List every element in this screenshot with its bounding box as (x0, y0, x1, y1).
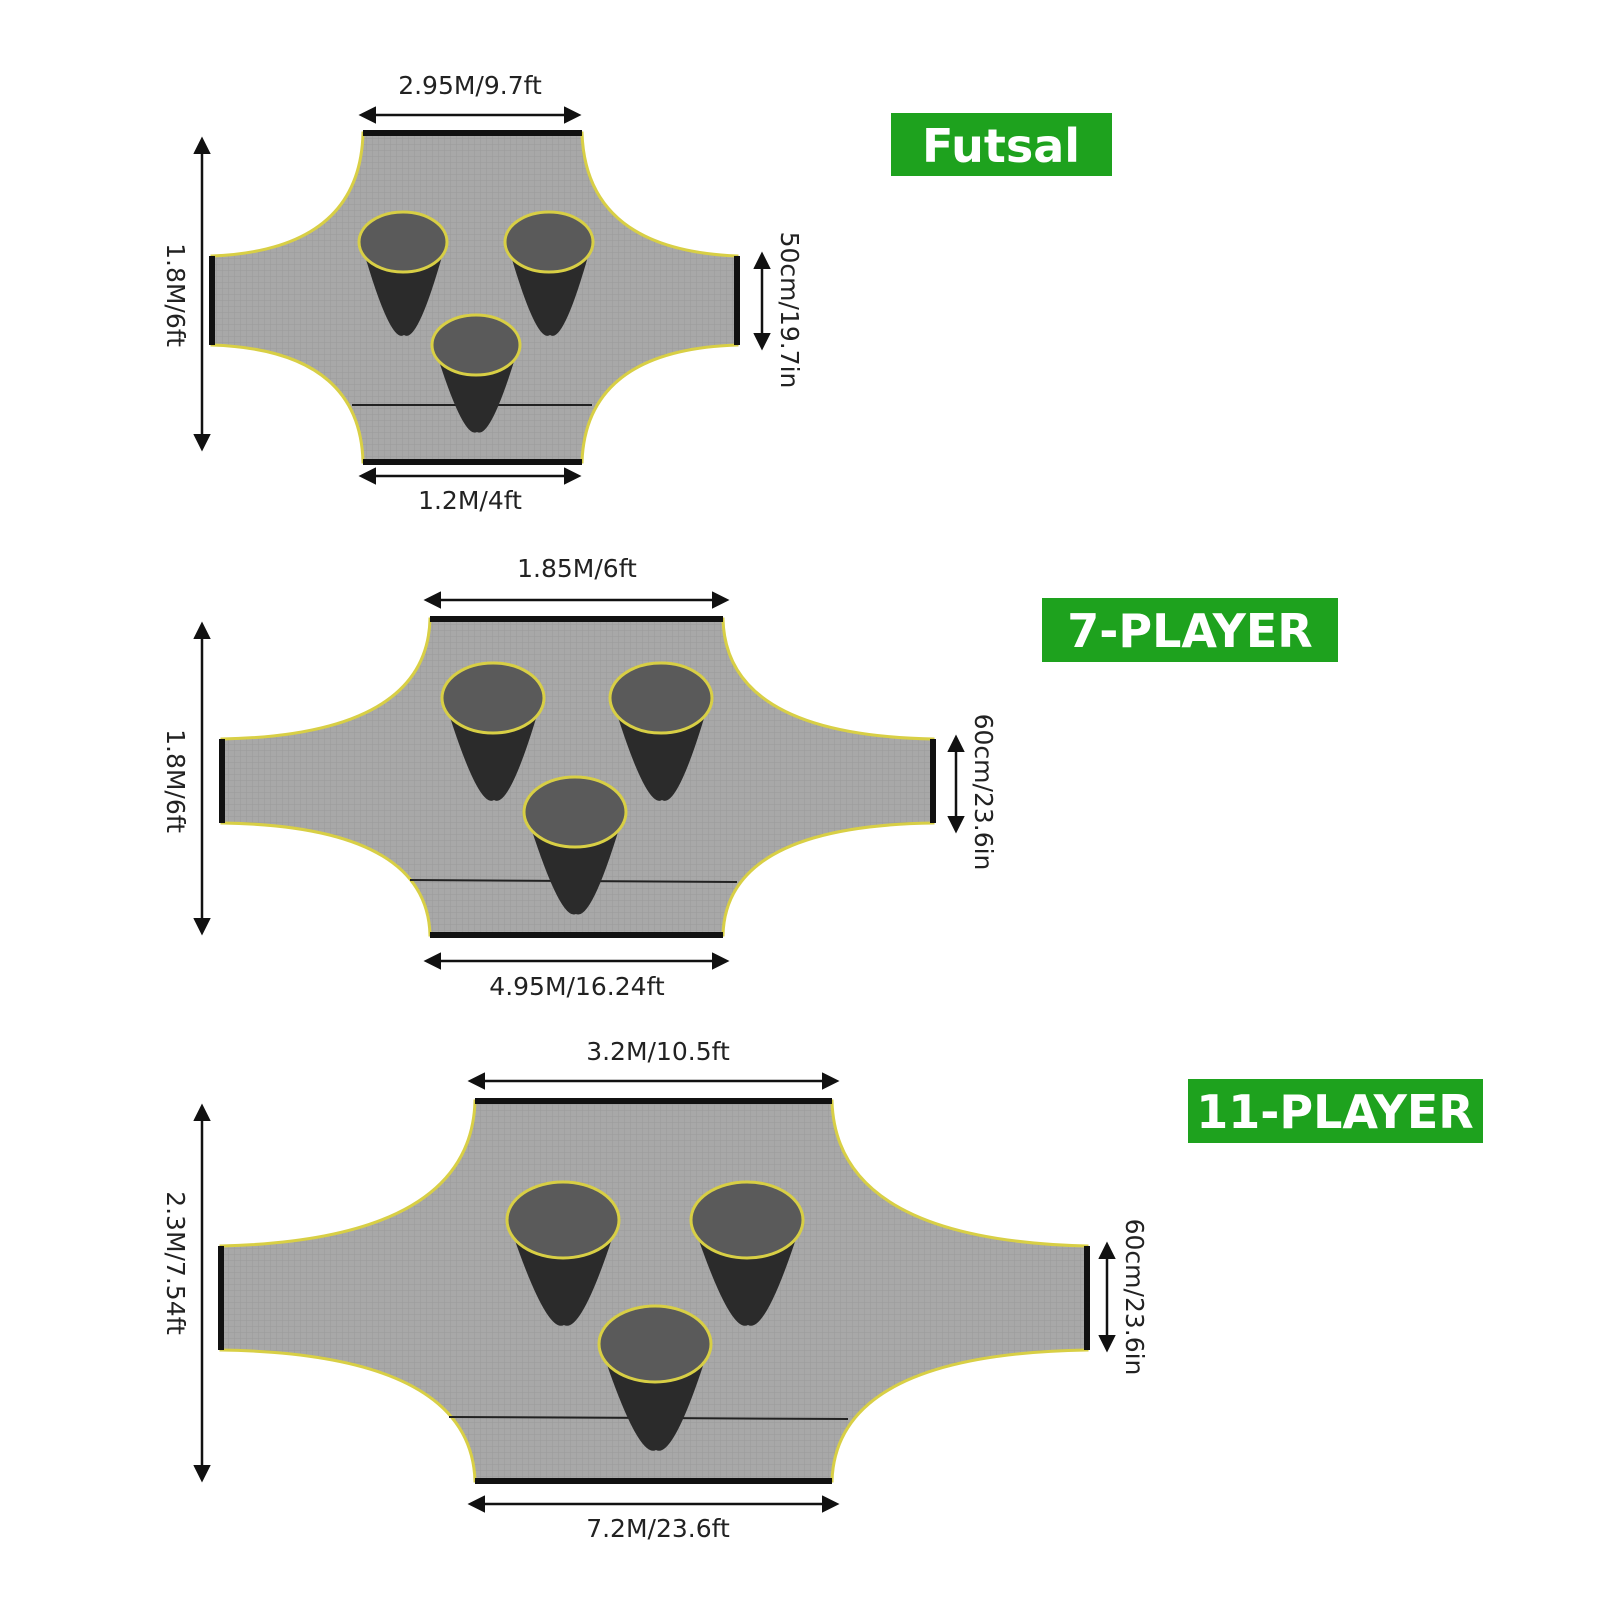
futsal-side-height-label: 50cm/19.7in (775, 232, 804, 389)
futsal-badge (891, 113, 1112, 176)
futsal-pocket-center (430, 313, 522, 433)
seven-player-badge-label: 7-PLAYER (1067, 604, 1312, 658)
eleven-player-side-height-label: 60cm/23.6in (1120, 1219, 1149, 1376)
eleven-player-top-width-label: 3.2M/10.5ft (586, 1037, 730, 1066)
seven-player-pocket-left (440, 661, 546, 801)
seven-player-badge (1042, 598, 1338, 662)
seven-player-pocket-right (608, 661, 714, 801)
futsal-height-label: 1.8M/6ft (161, 243, 190, 347)
eleven-player-badge-label: 11-PLAYER (1196, 1085, 1473, 1139)
eleven-player-height-label: 2.3M/7.54ft (161, 1191, 190, 1335)
seven-player-top-width-label: 1.85M/6ft (517, 554, 637, 583)
eleven-player-pocket-left (505, 1180, 621, 1326)
futsal-bottom-width-label: 1.2M/4ft (418, 486, 522, 515)
eleven-player-bottom-width-label: 7.2M/23.6ft (586, 1514, 730, 1543)
futsal-net-group: 2.95M/9.7ft 1.2M/4ft 1.8M/6ft 50cm/19.7i… (161, 71, 1112, 515)
seven-player-pocket-center (522, 775, 628, 915)
futsal-pocket-left (357, 210, 449, 336)
seven-player-bottom-width-label: 4.95M/16.24ft (489, 972, 665, 1001)
eleven-player-badge (1188, 1079, 1483, 1143)
eleven-player-pocket-right (689, 1180, 805, 1326)
seven-player-side-height-label: 60cm/23.6in (969, 714, 998, 871)
eleven-player-pocket-center (597, 1304, 713, 1451)
futsal-pocket-right (503, 210, 595, 336)
seven-player-height-label: 1.8M/6ft (161, 729, 190, 833)
futsal-badge-label: Futsal (922, 119, 1080, 173)
futsal-top-width-label: 2.95M/9.7ft (398, 71, 542, 100)
seven-player-net-group: 1.85M/6ft 4.95M/16.24ft 1.8M/6ft 60cm/23… (161, 554, 1338, 1001)
eleven-player-net-group: 3.2M/10.5ft 7.2M/23.6ft 2.3M/7.54ft 60cm… (161, 1037, 1483, 1543)
